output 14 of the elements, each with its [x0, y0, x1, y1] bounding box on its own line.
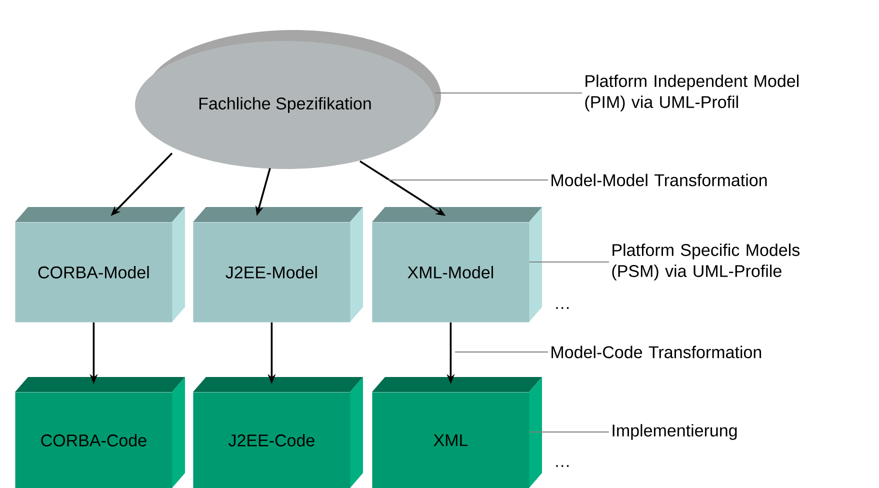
ellipsis: … [556, 465, 569, 467]
block: CORBA-Model [15, 207, 185, 322]
ellipsis: … [556, 307, 569, 309]
note-text: Platform Independent Model (PIM) via UML-Profil [585, 74, 798, 112]
note-text: Platform Specific Models (PSM) via UML-Profile [612, 244, 800, 280]
block: J2EE-Code [193, 377, 363, 488]
block: XML [372, 377, 542, 488]
block: J2EE-Model [193, 207, 363, 322]
block: XML-Model [372, 207, 542, 322]
block: CORBA-Code [15, 377, 185, 488]
note-text: Implementierung [612, 424, 737, 440]
note-text: Model-Code Transformation [552, 346, 762, 358]
note-text: Model-Model Transformation [552, 174, 767, 186]
leader-line [434, 92, 582, 94]
